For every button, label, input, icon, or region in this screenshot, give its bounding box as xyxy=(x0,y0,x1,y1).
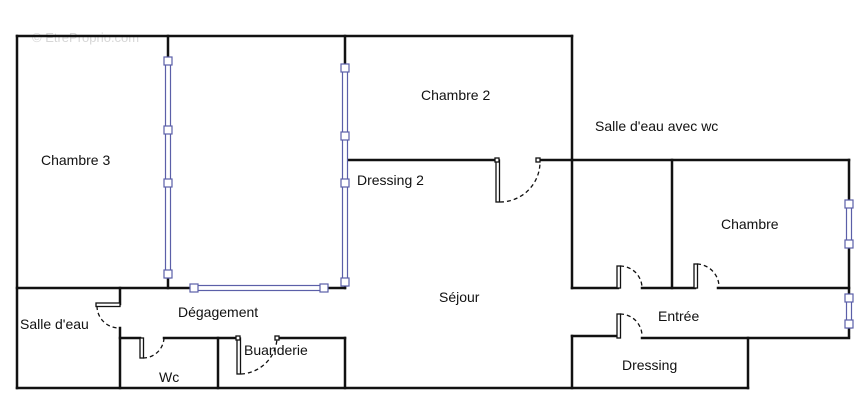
door-wc xyxy=(139,337,165,359)
label-buanderie: Buanderie xyxy=(244,342,308,358)
label-chambre2: Chambre 2 xyxy=(421,87,490,103)
window-marker xyxy=(340,63,350,73)
watermark-text: © EtreProprio.com xyxy=(32,30,139,45)
door-chambre xyxy=(693,263,720,289)
window-chambre3 xyxy=(164,57,172,279)
label-salle-eau: Salle d'eau xyxy=(20,316,89,332)
window-dressing2 xyxy=(341,65,349,287)
label-chambre: Chambre xyxy=(721,216,779,232)
label-salle-eau-avec-wc: Salle d'eau avec wc xyxy=(595,118,718,134)
window-marker xyxy=(340,277,350,287)
window-marker xyxy=(319,283,329,293)
door-salle-eau-wc xyxy=(616,265,643,289)
label-entree: Entrée xyxy=(658,308,699,324)
room-labels: Chambre 3 Chambre 2 Salle d'eau avec wc … xyxy=(20,87,779,385)
label-wc: Wc xyxy=(159,369,179,385)
label-degagement: Dégagement xyxy=(178,304,258,320)
door-buanderie xyxy=(235,335,280,375)
window-marker xyxy=(844,239,854,249)
window-marker xyxy=(340,131,350,141)
window-marker xyxy=(844,319,854,329)
window-marker xyxy=(163,125,173,135)
label-sejour: Séjour xyxy=(439,289,480,305)
window-marker xyxy=(189,283,199,293)
label-chambre3: Chambre 3 xyxy=(41,152,110,168)
window-marker xyxy=(844,293,854,303)
window-degagement xyxy=(193,284,325,292)
window-marker xyxy=(340,178,350,188)
label-dressing: Dressing xyxy=(622,357,677,373)
window-marker xyxy=(163,56,173,66)
door-salle-eau xyxy=(95,302,121,329)
window-marker xyxy=(844,199,854,209)
windows xyxy=(163,56,854,329)
window-marker xyxy=(163,269,173,279)
door-dressing2 xyxy=(494,157,541,203)
doors xyxy=(95,157,720,375)
label-dressing2: Dressing 2 xyxy=(357,172,424,188)
door-dressing xyxy=(616,313,643,339)
window-marker xyxy=(163,178,173,188)
